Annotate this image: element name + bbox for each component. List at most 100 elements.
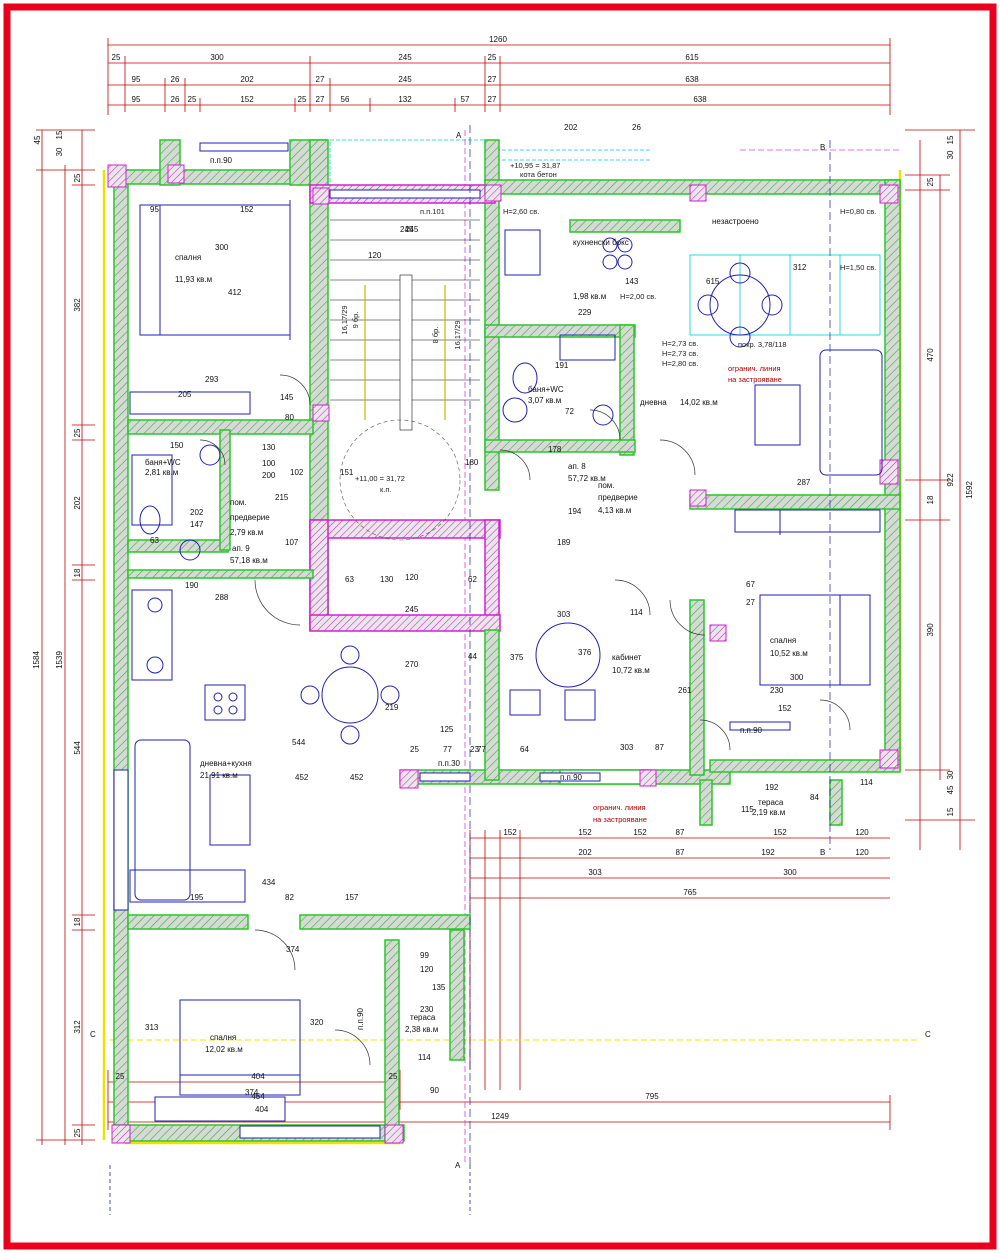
height-3: H=1,50 св. (840, 263, 876, 272)
interior-dimension-33: 434 (262, 878, 276, 887)
limit-line-1: огранич. линия (728, 364, 781, 373)
right-dimension-lines (905, 129, 975, 850)
stairs-2-rise: 16,17/29 (453, 320, 462, 349)
level-top: +10,95 = 31,87 (510, 161, 560, 170)
section-c-right: C (925, 1030, 931, 1039)
room-living-kitchen-name: дневна+кухня (200, 759, 252, 768)
interior-dimension-19: 80 (285, 413, 294, 422)
room-hall-8-name: пом. (598, 481, 615, 490)
room-bedroom-1-name: спалня (175, 253, 201, 262)
dim-left-11: 25 (73, 1128, 82, 1137)
room-hall-8-name2: предверие (598, 493, 638, 502)
interior-dimension-3: 205 (178, 390, 192, 399)
interior-dimension-49: 191 (555, 361, 569, 370)
interior-dimension-34: 195 (190, 893, 204, 902)
bottom-dimension-text: 25 404 25 454 795 1249 (116, 1072, 660, 1121)
interior-dimension-10: 190 (185, 581, 199, 590)
room-bedroom-2-area: 10,52 кв.м (770, 649, 808, 658)
interior-dimension-24: 63 (345, 575, 354, 584)
interior-dimension-36: 157 (345, 893, 359, 902)
room-living-kitchen-area: 21,91 кв.м (200, 771, 238, 780)
interior-dimension-6: 150 (170, 441, 184, 450)
interior-dimension-11: 288 (215, 593, 229, 602)
interior-dimension-65: 120 (405, 573, 419, 582)
interior-dimension-58: 303 (620, 743, 634, 752)
dim-top-r4-4: 25 (298, 95, 307, 104)
interior-dimension-31: 452 (350, 773, 364, 782)
interior-dimension-39: 313 (145, 1023, 159, 1032)
section-marks (469, 125, 831, 1165)
limit-line-2: огранич. линия (593, 803, 646, 812)
dim-left-10: 312 (73, 1020, 82, 1034)
landing-label: п.п.101 (420, 207, 445, 216)
room-bedroom-3-area: 12,02 кв.м (205, 1045, 243, 1054)
top-dimension-text: 1260 25 300 245 25 615 95 26 202 27 245 … (112, 35, 708, 104)
window-label-2: п.п.90 (560, 773, 583, 782)
dim-top-r4-9: 27 (488, 95, 497, 104)
interior-dimension-56: 375 (510, 653, 524, 662)
room-kitchen-box-name: кухненски бокс (573, 238, 629, 247)
interior-dimension-78: 44 (468, 652, 477, 661)
room-hall-9-name2: предверие (230, 513, 270, 522)
interior-dimension-47: 90 (430, 1086, 439, 1095)
interior-dimension-18: 145 (280, 393, 294, 402)
room-living-2-name: дневна (640, 398, 667, 407)
dim-mid-c1: 300 (783, 868, 797, 877)
dim-top-r3-2: 202 (240, 75, 254, 84)
interior-dimension-35: 82 (285, 893, 294, 902)
level-center-label: к.п. (380, 485, 392, 494)
left-dimension-lines (36, 129, 95, 1145)
staircase (330, 219, 480, 541)
dim-right-6: 45 (946, 785, 955, 794)
interior-dimension-14: 200 (262, 471, 276, 480)
dim-bottom-r1-1: 404 (251, 1072, 265, 1081)
furniture (129, 200, 883, 1096)
interior-dimension-7: 147 (190, 520, 204, 529)
dim-top-r2-0: 25 (112, 53, 121, 62)
room-hall-9-area: 2,79 кв.м (230, 528, 263, 537)
interior-dimension-0: 300 (215, 243, 229, 252)
interior-dimension-82: 64 (520, 745, 529, 754)
interior-dimension-8: 202 (190, 508, 204, 517)
limit-line-2b: на застрояване (593, 815, 647, 824)
dim-bottom-r3-0: 1249 (491, 1112, 509, 1121)
dim-bottom-r1-2: 25 (389, 1072, 398, 1081)
dim-right-2: 25 (926, 177, 935, 186)
dim-left-outer: 1584 (32, 651, 41, 669)
dim-right-outer: 1592 (965, 481, 974, 499)
interior-dimension-28: 270 (405, 660, 419, 669)
dim-left-0: 45 (33, 135, 42, 144)
window-label-1: п.п.90 (740, 726, 763, 735)
interior-dimension-55: 376 (578, 648, 592, 657)
height-5: H=2,73 св. (662, 339, 698, 348)
dim-top-r2-1: 300 (210, 53, 224, 62)
interior-dimension-32: 544 (292, 738, 306, 747)
section-c-left: C (90, 1030, 96, 1039)
room-terrace-1-name: тераса (758, 798, 784, 807)
interior-dimension-74: 192 (765, 783, 779, 792)
height-4: H=2,00 св. (620, 292, 656, 301)
dim-right-1: 30 (946, 150, 955, 159)
apt-9-label: ап. 9 (232, 544, 250, 553)
middle-dimension-text: 152 152 152 87 152 120 202 87 192 120 30… (503, 828, 869, 897)
dim-top-r2-4: 615 (685, 53, 699, 62)
interior-dimension-83: 25 (410, 745, 419, 754)
stairs-1-count: 9 бр. (351, 312, 360, 329)
interior-dimension-38: 374 (245, 1088, 259, 1097)
interior-dimension-75: 84 (810, 793, 819, 802)
interior-dimension-63: 26 (632, 123, 641, 132)
window-label-4: п.п.30 (438, 759, 461, 768)
height-7: H=2,80 св. (662, 359, 698, 368)
dim-top-r4-5: 27 (316, 95, 325, 104)
dim-top-r4-1: 26 (171, 95, 180, 104)
middle-dimension-lines (469, 830, 890, 1090)
interior-dimension-70: 261 (678, 686, 692, 695)
interior-dimension-5: 152 (240, 205, 254, 214)
interior-dimension-26: 130 (380, 575, 394, 584)
interior-dimension-61: 312 (793, 263, 807, 272)
room-terrace-2-name: тераса (410, 1013, 436, 1022)
dim-left-9: 18 (73, 917, 82, 926)
dim-left-7: 18 (73, 568, 82, 577)
interior-dimension-42: 230 (420, 1005, 434, 1014)
